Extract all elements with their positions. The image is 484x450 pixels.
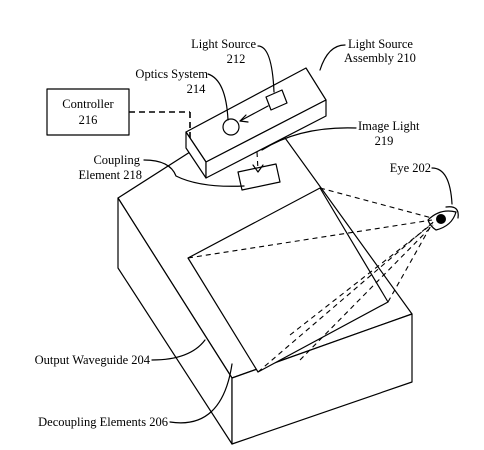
leader-decoupling [169,363,233,424]
light-rays [187,187,434,373]
label-light-source-assembly-ref: Assembly 210 [344,51,416,65]
light-source-box [265,89,288,111]
label-light-source-ref: 212 [227,52,246,66]
ray-center-lower [299,224,434,361]
leader-assembly [319,44,346,71]
light-source-assembly [185,67,327,179]
leader-lines [143,44,453,424]
ray-bottom-corner [257,222,433,373]
label-light-source-assembly: Light Source [348,37,413,51]
leader-light-source [257,45,275,93]
coupling-element [237,151,281,191]
leader-output-waveguide [151,339,206,361]
ray-top-corner [319,187,433,219]
label-coupling: Coupling [93,153,140,167]
label-decoupling-elements: Decoupling Elements 206 [38,415,168,429]
label-controller: Controller [62,97,114,111]
leader-coupling [143,159,245,187]
controller-link [129,111,191,138]
label-eye: Eye 202 [390,161,431,175]
label-optics-system-ref: 214 [187,82,207,96]
assembly-side [205,99,327,179]
label-controller-ref: 216 [79,113,98,127]
leader-image-light [261,127,357,151]
ray-right-corner [387,221,434,303]
optics-system-circle [222,118,240,136]
ray-center-upper [289,223,433,336]
controller-box [46,88,130,136]
labels: Light Source 212 Light Source Assembly 2… [35,37,431,429]
label-coupling-ref: Element 218 [78,168,142,182]
label-image-light-ref: 219 [375,134,394,148]
label-output-waveguide: Output Waveguide 204 [35,353,151,367]
leader-eye [431,167,453,205]
label-optics-system: Optics System [135,67,208,81]
leader-optics [207,73,229,121]
waveguide-front-face [231,313,413,445]
label-light-source: Light Source [191,37,256,51]
label-image-light: Image Light [358,119,420,133]
eye-icon [427,206,459,231]
